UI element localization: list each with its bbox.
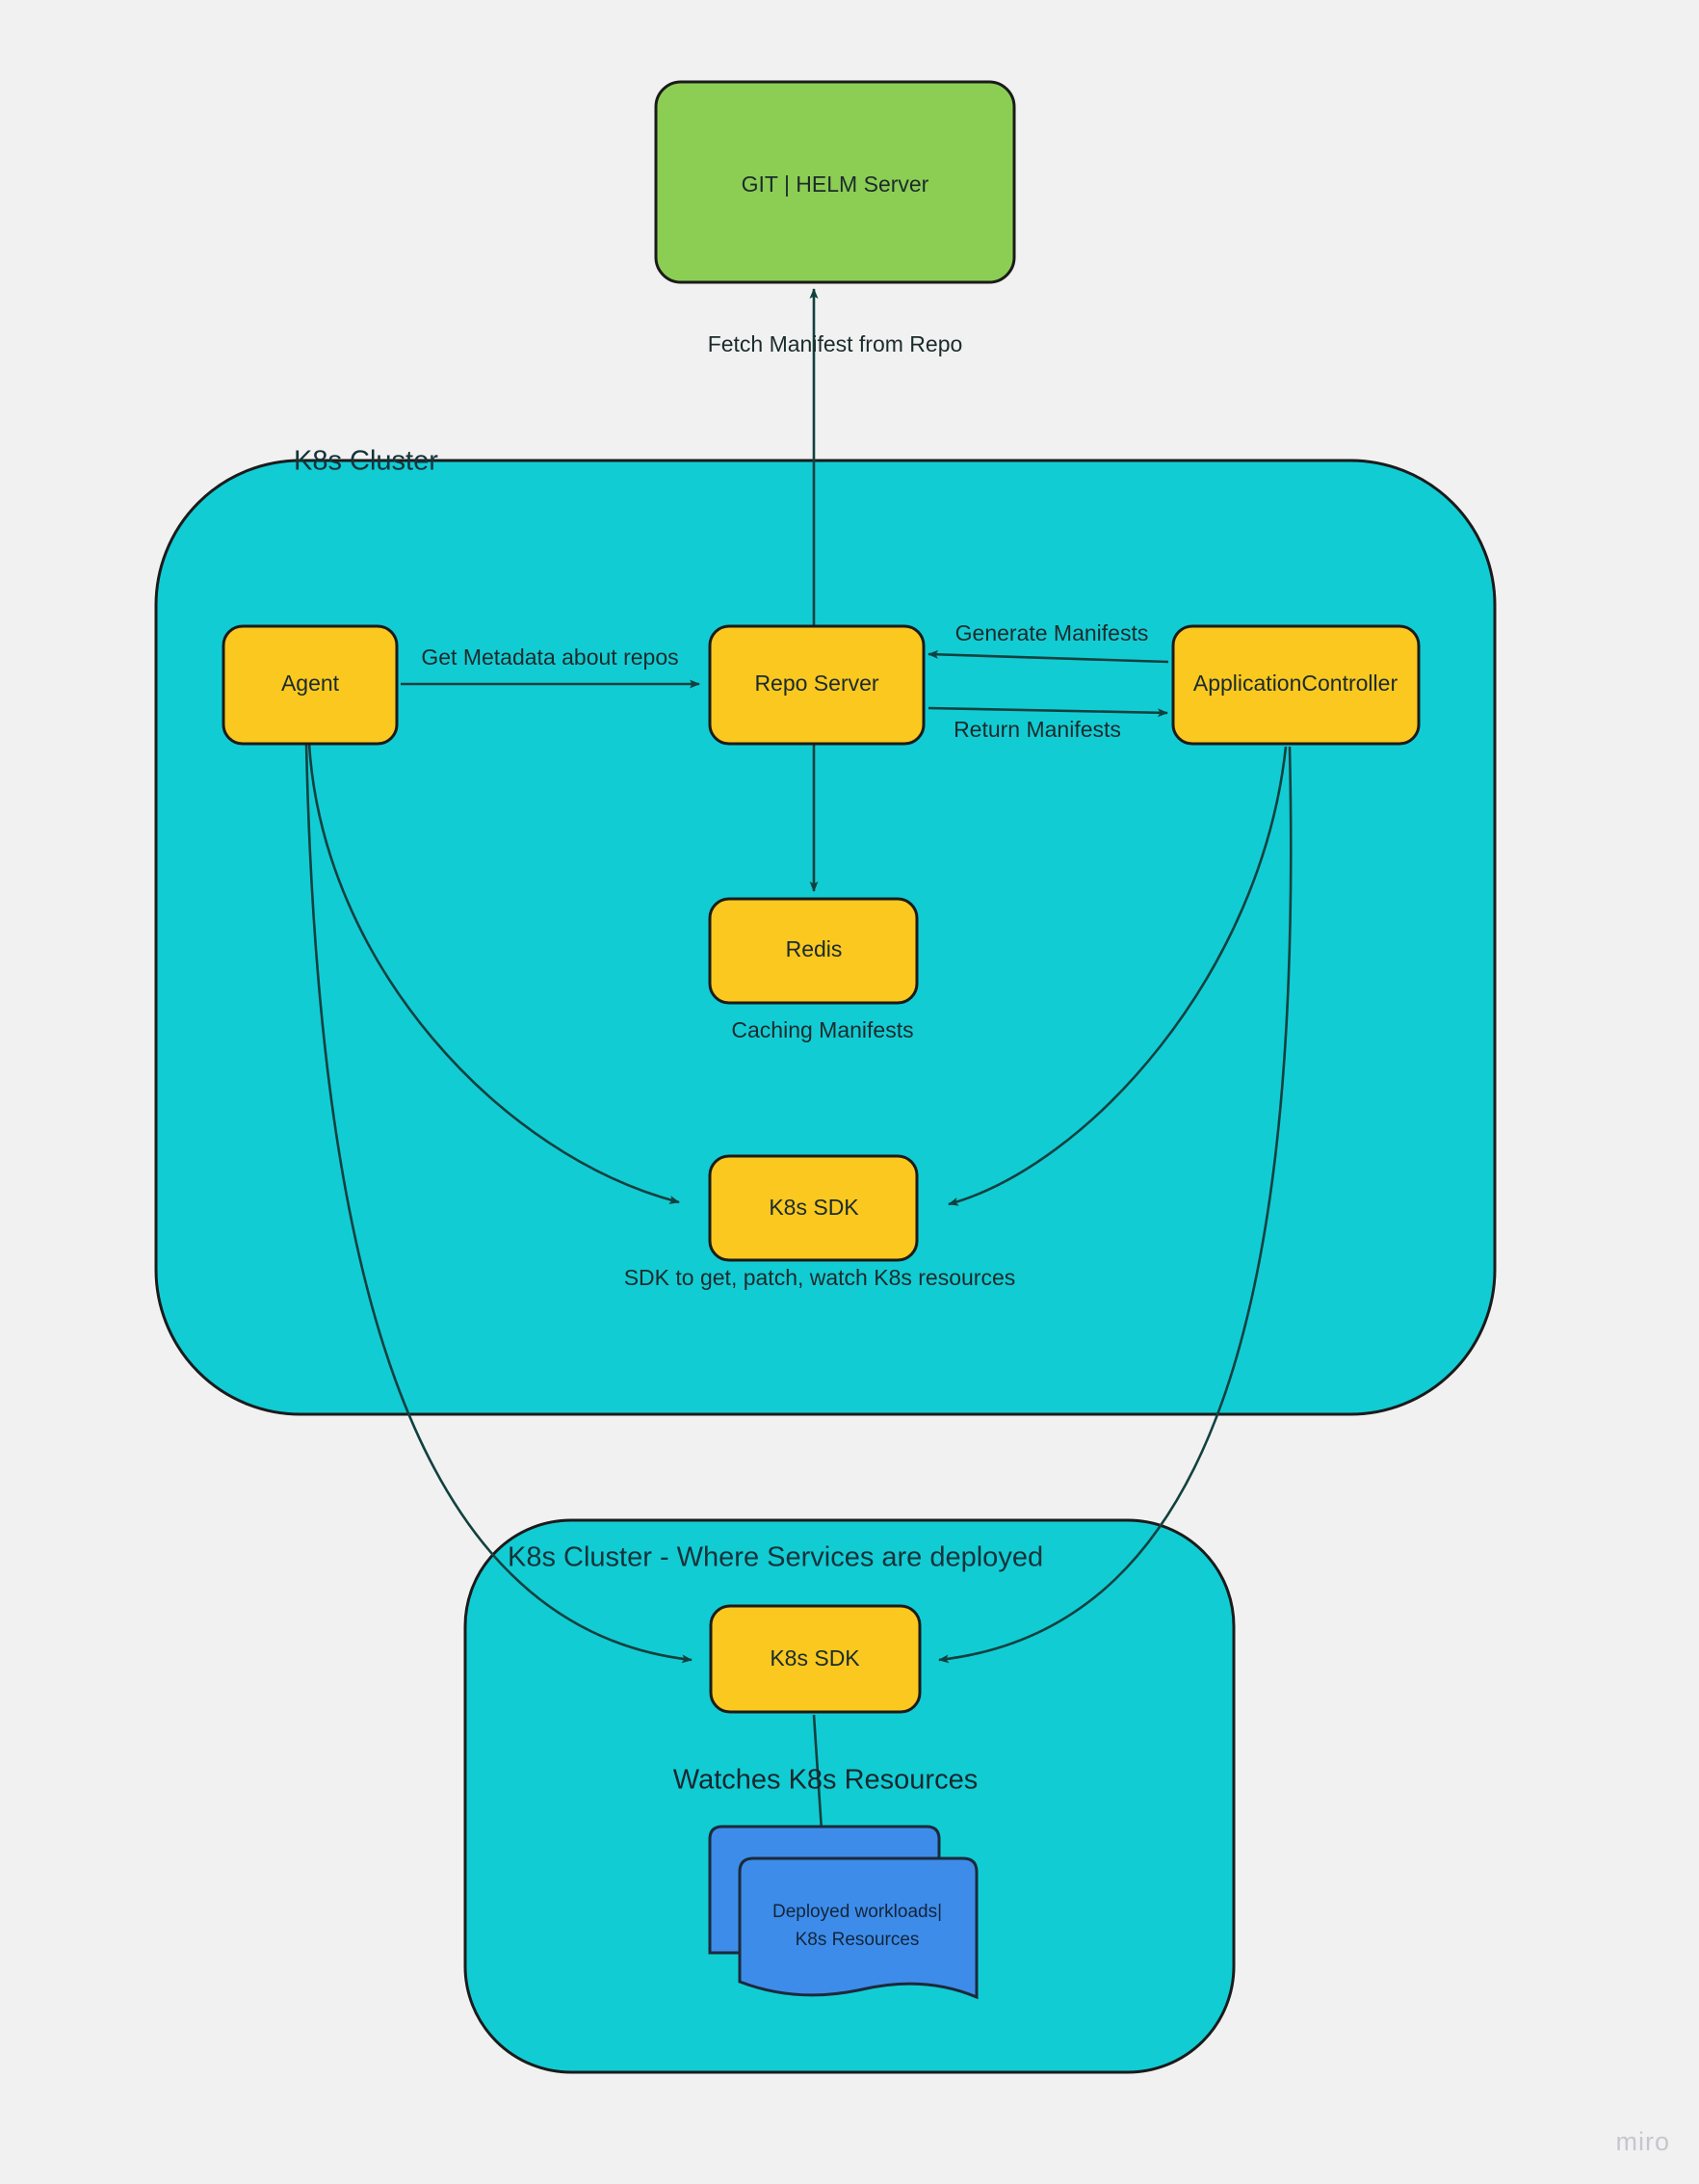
redis-box[interactable] [708,897,919,1005]
edge-agent-to-sdk [307,743,680,1204]
deployed-workloads-line2: K8s Resources [796,1930,920,1950]
node-deployed-workloads[interactable]: Deployed workloads| K8s Resources [708,1825,979,2000]
edge-label-fetch-manifest: Fetch Manifest from Repo [708,331,963,356]
k8s-sdk-lower-box[interactable] [709,1604,922,1714]
deployed-workloads-line1: Deployed workloads| [772,1902,942,1922]
k8s-sdk-lower-label: K8s SDK [770,1645,860,1671]
cluster-upper-label: K8s Cluster [294,446,438,477]
edge-label-get-metadata: Get Metadata about repos [421,645,678,670]
redis-label: Redis [786,936,843,961]
application-controller-box[interactable] [1171,624,1421,746]
node-git-helm-server[interactable]: GIT | HELM Server [654,80,1016,284]
node-k8s-sdk-upper[interactable]: K8s SDK [708,1154,919,1262]
cluster-k8s-lower: K8s Cluster - Where Services are deploye… [463,1518,1236,2074]
edge-agent-to-lower-sdk [304,743,693,1664]
application-controller-label: ApplicationController [1193,671,1398,696]
edge-generate-manifests [928,649,1169,664]
k8s-sdk-upper-box[interactable] [708,1154,919,1262]
node-application-controller[interactable]: ApplicationController [1171,624,1421,746]
caption-watches-resources: Watches K8s Resources [673,1765,978,1796]
node-repo-server[interactable]: Repo Server [708,624,926,746]
node-k8s-sdk-lower[interactable]: K8s SDK [709,1604,922,1714]
git-helm-server-box[interactable] [654,80,1016,284]
edge-controller-to-lower-sdk [938,746,1293,1664]
node-redis[interactable]: Redis [708,897,919,1005]
caption-sdk-purpose: SDK to get, patch, watch K8s resources [624,1265,1016,1290]
git-helm-server-label: GIT | HELM Server [742,171,929,197]
deployed-workloads-front-sheet[interactable] [738,1856,979,2000]
repo-server-label: Repo Server [754,671,878,696]
miro-watermark: miro [1615,2127,1670,2156]
agent-label: Agent [281,671,340,696]
cluster-lower-label: K8s Cluster - Where Services are deploye… [508,1542,1043,1573]
edge-return-manifests [928,706,1168,718]
caption-caching-manifests: Caching Manifests [731,1017,913,1042]
edge-label-generate-manifests: Generate Manifests [955,620,1149,645]
repo-server-box[interactable] [708,624,926,746]
agent-box[interactable] [222,624,399,746]
edge-controller-to-sdk [948,746,1288,1206]
k8s-sdk-upper-label: K8s SDK [769,1195,859,1220]
edge-label-return-manifests: Return Manifests [954,717,1121,742]
node-agent[interactable]: Agent [222,624,399,746]
cluster-lower-box [463,1518,1236,2074]
